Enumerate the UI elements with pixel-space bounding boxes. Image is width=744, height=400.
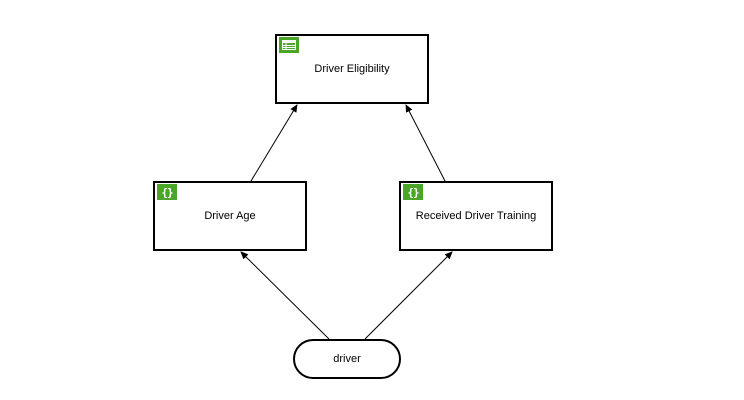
edge-age-to-eligibility (250, 104, 298, 182)
node-label: Driver Age (204, 210, 256, 222)
decision-node-received-driver-training[interactable]: {} Received Driver Training (399, 181, 553, 251)
decision-table-icon (279, 37, 299, 53)
edge-driver-to-age (240, 251, 330, 340)
input-data-node-driver[interactable]: driver (293, 339, 401, 379)
edge-driver-to-training (364, 251, 453, 340)
decision-node-driver-eligibility[interactable]: Driver Eligibility (275, 34, 429, 104)
edge-training-to-eligibility (405, 104, 446, 182)
node-label: driver (333, 353, 361, 365)
literal-expression-icon: {} (157, 184, 177, 200)
node-label: Driver Eligibility (314, 63, 390, 75)
literal-expression-icon: {} (403, 184, 423, 200)
node-label: Received Driver Training (415, 210, 537, 222)
decision-node-driver-age[interactable]: {} Driver Age (153, 181, 307, 251)
